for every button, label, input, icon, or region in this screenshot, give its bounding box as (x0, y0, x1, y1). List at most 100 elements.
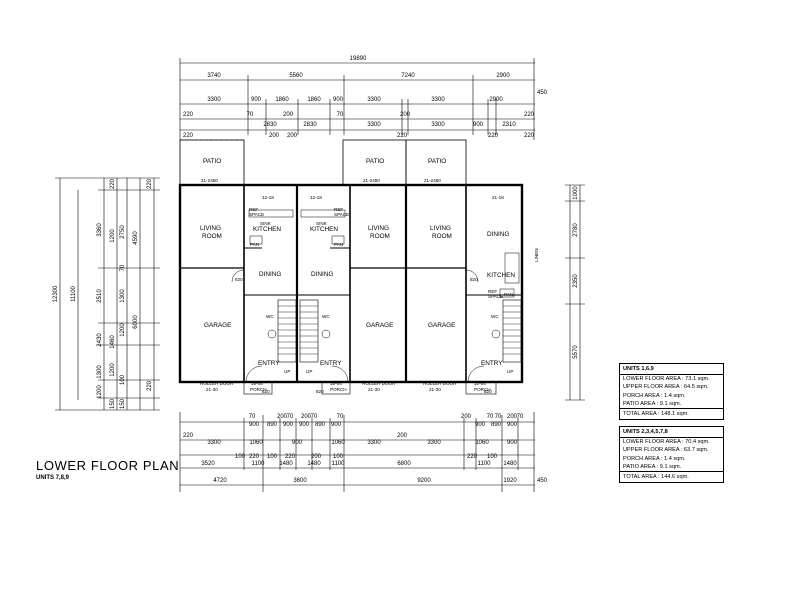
dim-left-second: 11100 (71, 285, 77, 301)
kitchen-label: KITCHEN (253, 226, 281, 233)
dim-bottom-4: 3520 (201, 461, 215, 467)
dim-top-4: 200 (269, 133, 280, 139)
door-820-label: 820 (262, 389, 270, 394)
dim-left-small: 150 (120, 398, 126, 409)
dim-top-2: 900 (251, 97, 262, 103)
dim-top-3: 220 (183, 112, 194, 118)
area-schedule-units-1-6-9: UNITS 1,6,9 LOWER FLOOR AREA : 73.1 sqm.… (619, 363, 724, 421)
schedule-heading: UNITS 1,6,9 (620, 364, 723, 376)
dim-left-col: 1200 (97, 385, 103, 399)
stair-up-label: UP (507, 369, 513, 374)
dim-top-3: 2830 (303, 122, 317, 128)
dim-top-3: 70 (337, 112, 344, 118)
porch-label: PORCH (250, 387, 267, 392)
dim-bottom-1b: 890 (267, 422, 278, 428)
dim-bottom-4: 1100 (478, 461, 492, 467)
dim-left-outer: 12300 (53, 285, 59, 302)
roller-door-size: 21-30 (206, 387, 218, 392)
dim-bottom-1b: 900 (331, 422, 342, 428)
sink-label: SINK (316, 221, 328, 226)
door-size-label: 18-06 (251, 381, 263, 386)
dim-bottom-3: 100 (267, 454, 278, 460)
roller-door-label: ROLLER DOOR (362, 381, 396, 386)
window-size-label: 12-18 (310, 195, 322, 200)
dim-bottom-1b: 890 (491, 422, 502, 428)
dim-bottom-1: 70 (517, 414, 524, 420)
dim-overall-top: 19890 (350, 56, 367, 62)
dim-bottom-1: 200 (277, 414, 288, 420)
dim-bottom-2: 900 (507, 440, 518, 446)
dim-bottom-1: 70 (249, 414, 256, 420)
space-label: SPACE (488, 294, 503, 299)
dim-left-col: 2430 (97, 333, 103, 347)
room-label: ROOM (432, 233, 452, 240)
dim-bottom-4: 1100 (252, 461, 266, 467)
schedule-total: TOTAL AREA : 144.6 sqm. (620, 471, 723, 482)
dim-bottom-2: 220 (183, 433, 194, 439)
space-label: SPACE (334, 212, 349, 217)
dim-bottom-4: 1480 (279, 461, 293, 467)
window-size-label: 21-2450 (201, 178, 218, 183)
schedule-line: LOWER FLOOR AREA : 70.4 sqm. (623, 439, 710, 446)
dim-left-small: 1200 (120, 323, 126, 337)
dim-top-4: 220 (524, 133, 535, 139)
entry-label: ENTRY (481, 360, 503, 367)
dim-right: 1000 (573, 186, 579, 200)
dim-top-2: 1860 (275, 97, 289, 103)
pantry-label: PAN (250, 242, 259, 247)
wc-label: WC (322, 314, 330, 319)
dim-top-4: 220 (183, 133, 194, 139)
dim-left-small: 150 (110, 398, 116, 409)
dim-top-1: 7240 (401, 73, 415, 79)
linen-label: LINEN (534, 248, 539, 262)
window-size-label: 21-2450 (424, 178, 441, 183)
dining-label: DINING (259, 271, 281, 278)
schedule-line: UPPER FLOOR AREA : 64.5 sqm. (623, 384, 709, 391)
dim-bottom-1b: 900 (283, 422, 294, 428)
dim-bottom-3: 220 (285, 454, 296, 460)
area-schedule-units-2-3-4-5-7-8: UNITS 2,3,4,5,7,8 LOWER FLOOR AREA : 70.… (619, 426, 724, 484)
schedule-line: PORCH AREA : 1.4 sqm. (623, 392, 686, 399)
dim-bottom-1: 70 (287, 414, 294, 420)
dim-top-3: 2310 (502, 122, 516, 128)
kitchen-label: KITCHEN (487, 272, 515, 279)
dim-bottom-1b: 900 (507, 422, 518, 428)
dim-bottom-2: 3300 (427, 440, 441, 446)
dim-left-third: 6000 (133, 315, 139, 329)
dim-bottom-1: 70 (337, 414, 344, 420)
wc-label: WC (266, 314, 274, 319)
dim-bottom-1: 200 (507, 414, 518, 420)
pantry-label: PAN (334, 242, 343, 247)
dim-bottom-2: 1060 (475, 440, 489, 446)
stair-up-label: UP (306, 369, 312, 374)
garage-label: GARAGE (204, 322, 231, 329)
dim-bottom-3: 200 (311, 454, 322, 460)
dim-top-2: 3300 (431, 97, 445, 103)
space-label: SPACE (249, 212, 264, 217)
dim-left-small: 100 (120, 374, 126, 385)
dim-bottom-overall: 9200 (417, 478, 431, 484)
dim-top-3: 200 (283, 112, 294, 118)
dim-bottom-overall: 1920 (503, 478, 517, 484)
dim-left-col: 2510 (97, 289, 103, 303)
dim-left-small: 1300 (120, 289, 126, 303)
schedule-line: PATIO AREA : 9.1 sqm. (623, 463, 682, 470)
window-size-label: 21-18 (492, 195, 504, 200)
ref-label: REF (334, 207, 343, 212)
dim-top-3: 2830 (263, 122, 277, 128)
dim-top-2: 2900 (489, 97, 503, 103)
stair-up-label: UP (284, 369, 290, 374)
dim-top-3: 3300 (367, 122, 381, 128)
dim-bottom-2: 200 (397, 433, 408, 439)
dim-bottom-2: 1060 (249, 440, 263, 446)
dim-bottom-3: 100 (333, 454, 344, 460)
dim-right: 5570 (573, 345, 579, 359)
door-820-label: 820 (316, 389, 324, 394)
door-size-label: 18-06 (330, 381, 342, 386)
door-820-label: 820 (470, 277, 478, 282)
dim-top-3: 3300 (431, 122, 445, 128)
dim-left-small: 1460 (110, 335, 116, 349)
dim-bottom-2: 3300 (207, 440, 221, 446)
dim-bottom-2: 900 (292, 440, 303, 446)
dim-left-small: 2750 (120, 225, 126, 239)
